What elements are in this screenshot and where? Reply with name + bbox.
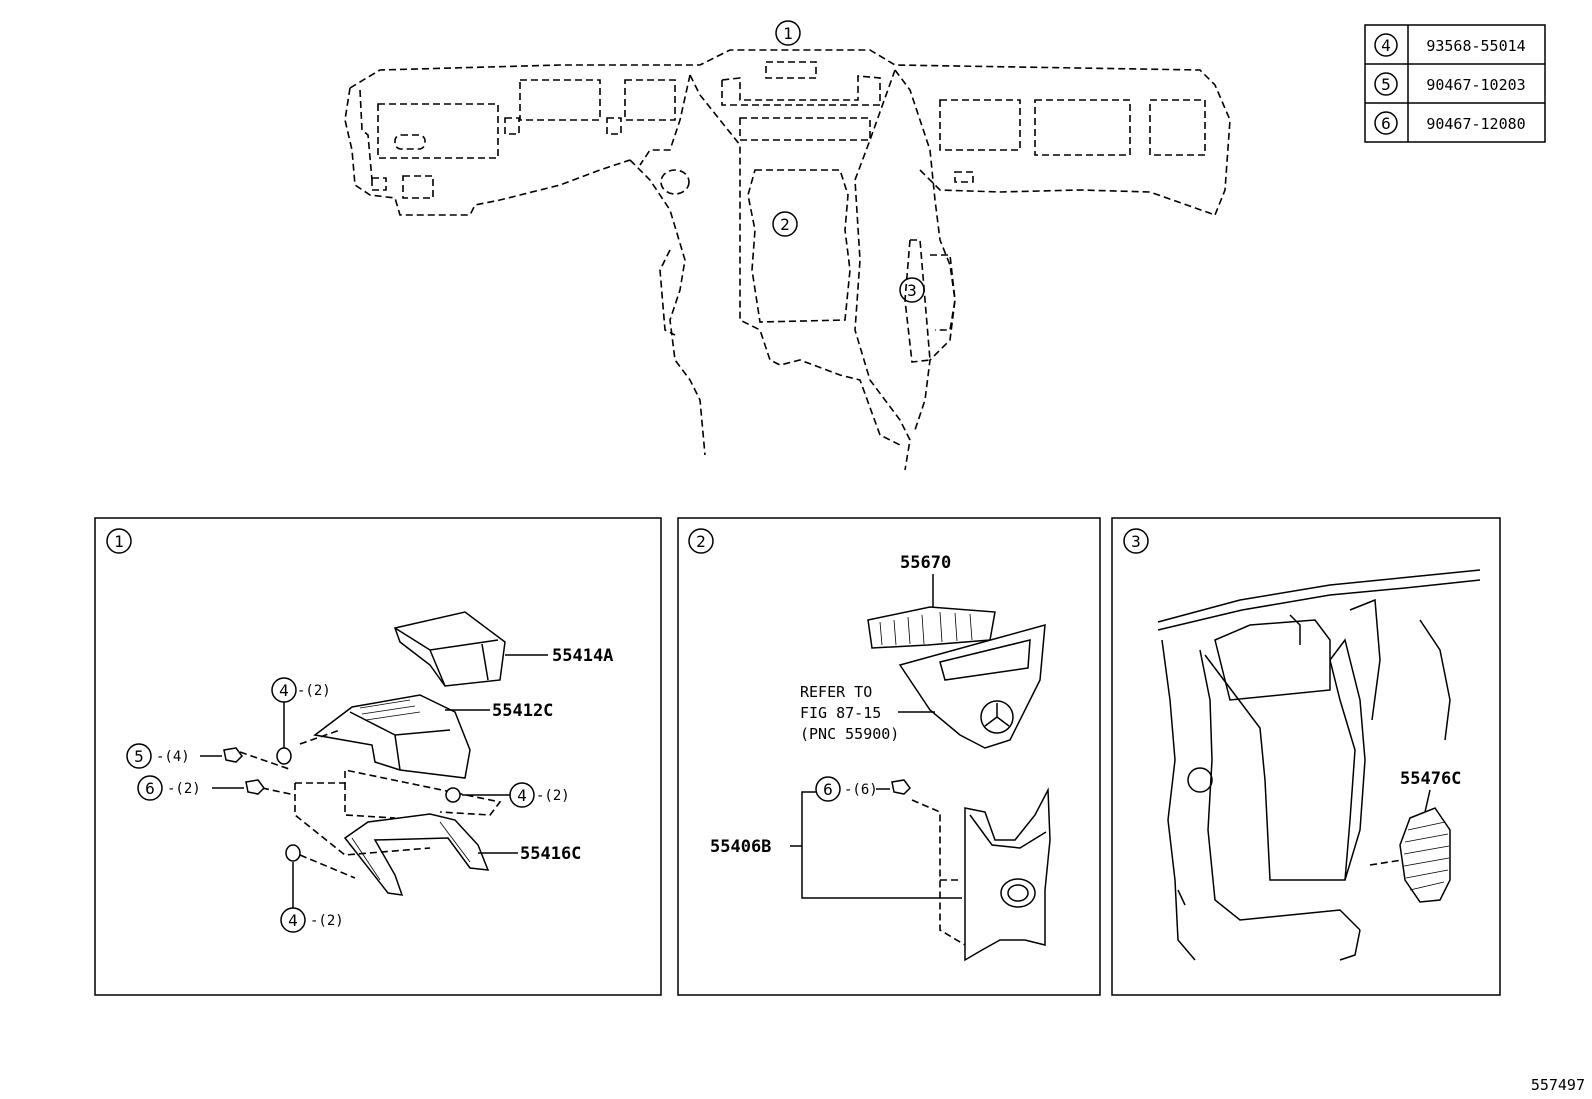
fastener-callout: 6 -(2) bbox=[137, 775, 265, 801]
svg-text:4: 4 bbox=[517, 786, 527, 805]
fastener-callout: 4 -(2) bbox=[280, 844, 344, 933]
part-55476c-illustration bbox=[1399, 807, 1451, 903]
table-ref: 4 bbox=[1381, 36, 1391, 55]
part-label-55670: 55670 bbox=[900, 553, 951, 573]
fastener-callout: 6 -(6) bbox=[815, 776, 911, 802]
part-55406b-illustration bbox=[964, 787, 1051, 962]
detail-panel-2: 2 55670 REFER TO FIG 87-15 (PNC 55900) 6… bbox=[677, 517, 1101, 996]
svg-text:-(2): -(2) bbox=[297, 683, 331, 699]
refer-note-line: REFER TO bbox=[800, 683, 872, 701]
table-row: 6 90467-12080 bbox=[1374, 111, 1526, 135]
fastener-table: 4 93568-55014 5 90467-10203 6 90467-1208… bbox=[1364, 24, 1546, 143]
svg-text:-(2): -(2) bbox=[167, 781, 201, 797]
detail-panel-3: 3 55476C bbox=[1111, 517, 1501, 996]
fastener-callout: 4 -(2) bbox=[445, 782, 570, 808]
panel-number: 3 bbox=[1131, 532, 1141, 551]
svg-text:3: 3 bbox=[907, 281, 917, 300]
svg-text:1: 1 bbox=[783, 24, 793, 43]
overview-callout: 1 bbox=[775, 20, 801, 46]
part-55670-illustration bbox=[867, 606, 996, 649]
svg-text:-(2): -(2) bbox=[536, 788, 570, 804]
table-part-number: 90467-12080 bbox=[1426, 115, 1525, 133]
part-label-55406b: 55406B bbox=[710, 837, 771, 857]
clip-icon bbox=[445, 787, 461, 803]
clip-icon bbox=[891, 779, 911, 795]
svg-text:2: 2 bbox=[780, 215, 790, 234]
console-side-illustration bbox=[1157, 569, 1481, 961]
fastener-callout: 5 -(4) bbox=[126, 743, 243, 769]
overview-callout: 3 bbox=[899, 277, 925, 303]
table-ref: 6 bbox=[1381, 114, 1391, 133]
part-label-55476c: 55476C bbox=[1400, 769, 1461, 789]
svg-text:6: 6 bbox=[823, 780, 833, 799]
part-label-55412c: 55412C bbox=[492, 701, 553, 721]
part-label-55414a: 55414A bbox=[552, 646, 613, 666]
svg-text:-(4): -(4) bbox=[156, 749, 190, 765]
vent-housing-illustration bbox=[898, 623, 1046, 749]
panel-number: 2 bbox=[696, 532, 706, 551]
clip-icon bbox=[245, 779, 265, 795]
part-55416c-illustration bbox=[343, 813, 490, 896]
dashboard-overview: 1 2 3 bbox=[344, 20, 1231, 471]
svg-text:4: 4 bbox=[288, 911, 298, 930]
table-row: 5 90467-10203 bbox=[1374, 72, 1526, 96]
overview-callout: 2 bbox=[772, 211, 798, 237]
figure-number: 557497 bbox=[1531, 1076, 1585, 1094]
table-part-number: 93568-55014 bbox=[1426, 37, 1525, 55]
fastener-callout: 4 -(2) bbox=[271, 677, 331, 765]
refer-note-line: FIG 87-15 bbox=[800, 704, 881, 722]
clip-icon bbox=[285, 844, 301, 862]
svg-text:6: 6 bbox=[145, 779, 155, 798]
detail-panel-1: 1 55414A 55412C 55416C bbox=[94, 517, 662, 996]
part-55412c-illustration bbox=[313, 694, 471, 779]
svg-text:-(6): -(6) bbox=[844, 782, 878, 798]
svg-text:4: 4 bbox=[279, 681, 289, 700]
screw-icon bbox=[223, 747, 243, 763]
table-row: 4 93568-55014 bbox=[1374, 33, 1526, 57]
svg-text:-(2): -(2) bbox=[310, 913, 344, 929]
part-55414a-illustration bbox=[394, 611, 506, 687]
svg-text:5: 5 bbox=[134, 747, 144, 766]
table-part-number: 90467-10203 bbox=[1426, 76, 1525, 94]
panel-number: 1 bbox=[114, 532, 124, 551]
refer-note-line: (PNC 55900) bbox=[800, 725, 899, 743]
clip-icon bbox=[276, 747, 292, 765]
part-label-55416c: 55416C bbox=[520, 844, 581, 864]
table-ref: 5 bbox=[1381, 75, 1391, 94]
